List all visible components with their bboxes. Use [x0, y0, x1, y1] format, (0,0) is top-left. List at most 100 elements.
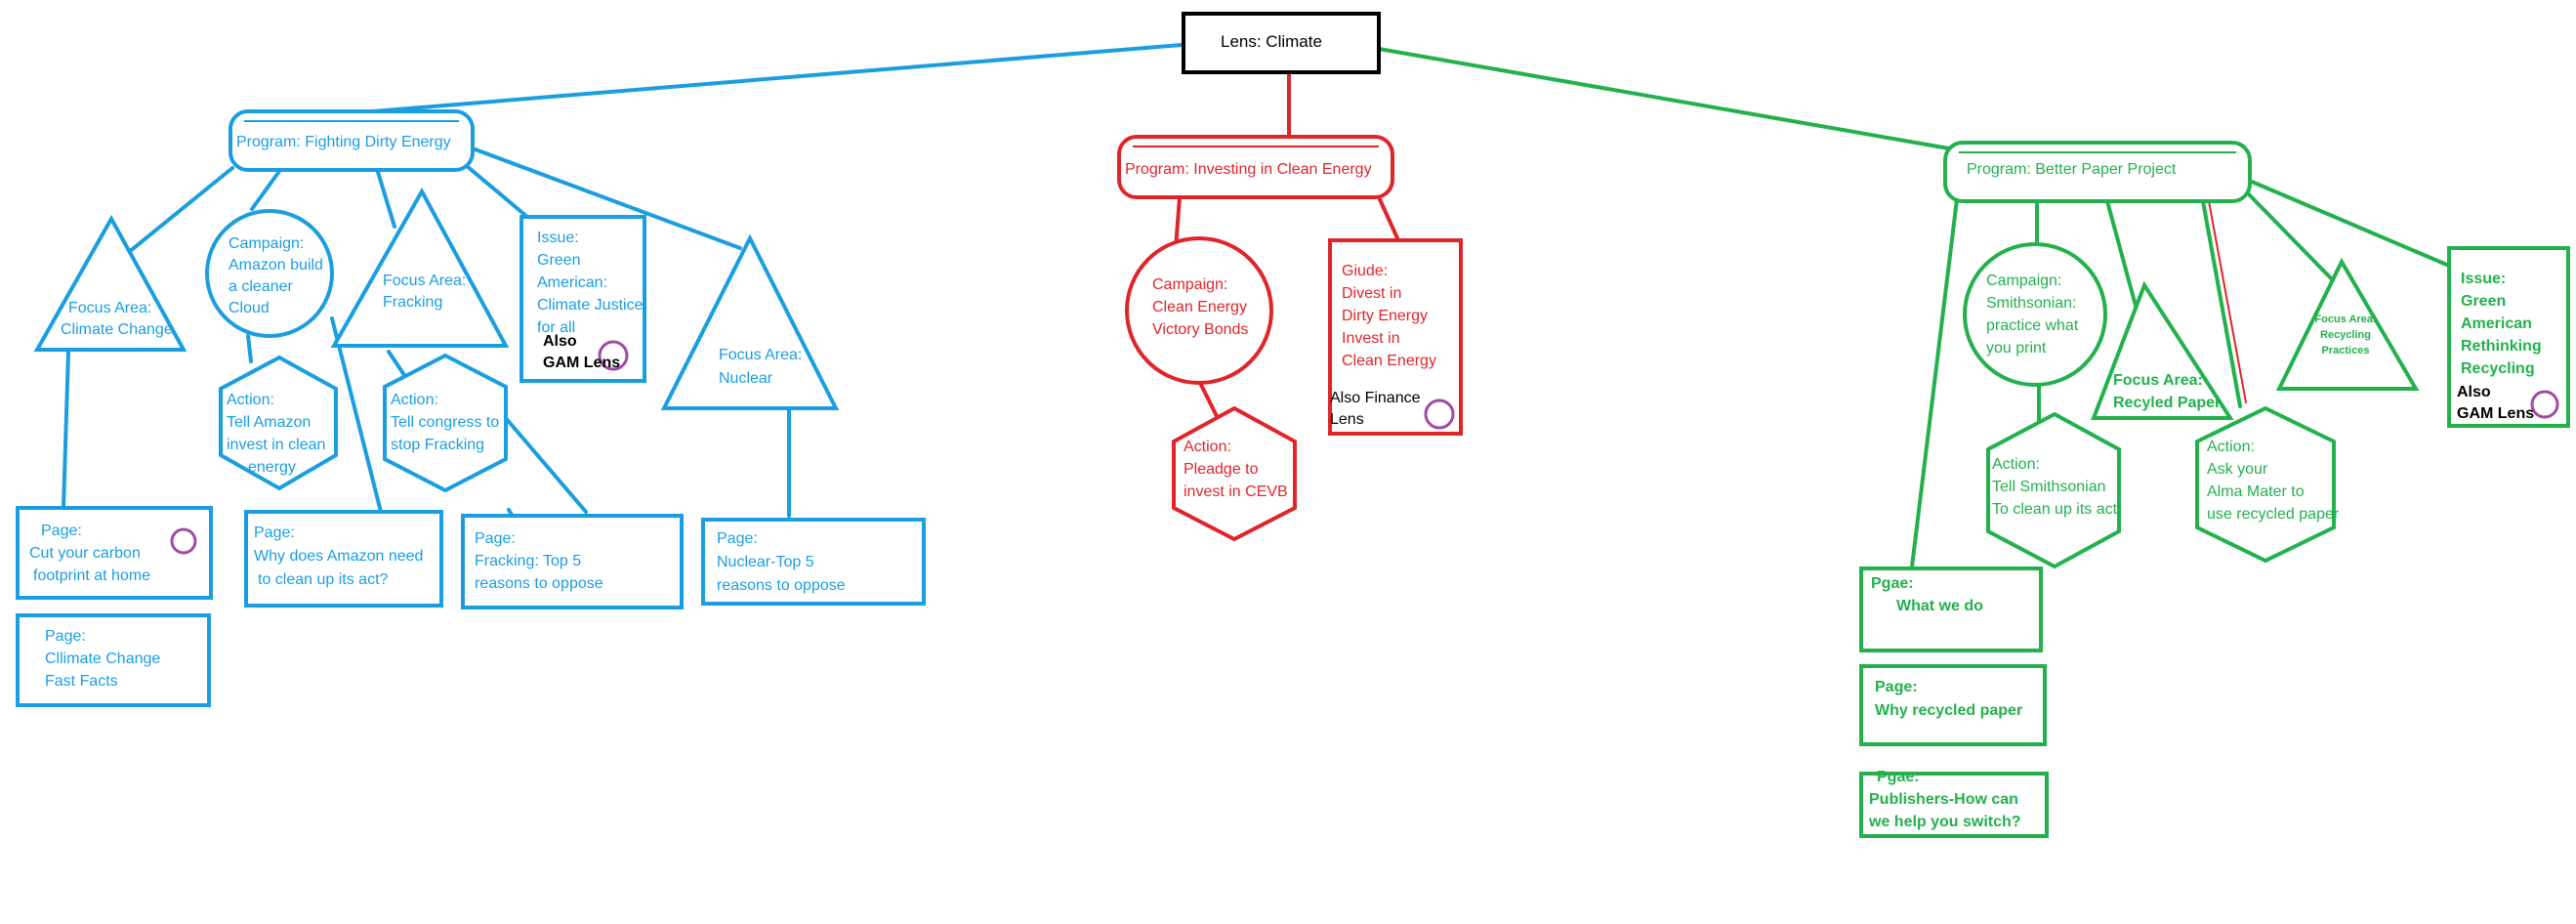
label-line: Dirty Energy [1342, 308, 1428, 324]
program-dirty-box[interactable] [229, 109, 475, 172]
edge-dirty-nuclear [471, 147, 742, 250]
label-line: Campaign: [1986, 273, 2061, 289]
label-line: Tell congress to [391, 414, 499, 431]
label-line: Page: [1875, 679, 1918, 695]
label-line: Practices [2322, 345, 2370, 357]
edge-fracking-action [387, 350, 406, 377]
label-line: practice what [1986, 317, 2079, 334]
page-facts-box[interactable] [16, 613, 211, 707]
edge-climate-carbon [62, 350, 70, 510]
focus-practices-triangle[interactable] [2275, 257, 2420, 391]
edge-lens-prog-dirty [371, 43, 1184, 113]
label-line: Page: [717, 530, 758, 547]
page-publishers-box[interactable] [1859, 772, 2049, 838]
program-clean-box[interactable] [1117, 135, 1394, 199]
label-line: Program: Better Paper Project [1967, 161, 2177, 178]
label-line: What we do [1896, 598, 1983, 614]
label-line: Action: [391, 392, 438, 408]
label-line: invest in clean [227, 437, 325, 453]
focus-nuclear-triangle[interactable] [660, 233, 840, 410]
label-line: Pleadge to [1184, 461, 1259, 478]
lens-box[interactable] [1182, 12, 1381, 74]
label-line: Cut your carbon [29, 545, 141, 562]
label-line: Action: [1992, 456, 2040, 473]
label-line: Recycling [2320, 329, 2371, 341]
label-line: for all [537, 319, 575, 336]
action-amazon-hexagon[interactable] [219, 355, 338, 491]
label-line: Focus Area: [2113, 372, 2203, 389]
label-line: Green [2461, 293, 2506, 310]
edge-paper-whatwedo [1910, 197, 1959, 568]
program-paper-box[interactable] [1943, 141, 2252, 203]
label-line: Campaign: [1152, 276, 1227, 293]
label-line: Rethinking [2461, 338, 2542, 355]
edge-clean-bonds [1174, 195, 1182, 250]
action-congress-hexagon[interactable] [383, 353, 508, 493]
label-fa-recycled: Focus Area: Recyled Paper [2113, 372, 2221, 411]
label-prog-clean: Program: Investing in Clean Energy [1125, 161, 1372, 178]
label-line: Publishers-How can [1869, 791, 2018, 808]
label-line: Issue: [2461, 271, 2506, 287]
label-line: Victory Bonds [1152, 321, 1248, 338]
edge-paper-recycled [2105, 199, 2140, 318]
label-prog-dirty: Program: Fighting Dirty Energy [236, 134, 451, 150]
label-line: Why recycled paper [1875, 702, 2022, 719]
action-alma-hexagon[interactable] [2195, 405, 2336, 564]
page-fracking-box[interactable] [461, 514, 684, 609]
label-line: Fast Facts [45, 673, 118, 690]
label-line: Smithsonian: [1986, 295, 2077, 312]
label-line: Invest in [1342, 330, 1400, 347]
marker-justice-circle [598, 340, 629, 371]
campaign-bonds-circle[interactable] [1125, 236, 1273, 385]
campaign-amazon-circle[interactable] [205, 209, 334, 338]
label-line: energy [248, 459, 296, 476]
label-line: reasons to oppose [475, 575, 603, 592]
label-line: Fracking: Top 5 [475, 553, 581, 569]
label-page-whyrecycled: Page: Why recycled paper [1875, 679, 2022, 719]
edge-lens-prog-paper [1377, 47, 1951, 150]
edge-paper-alma-red [2208, 200, 2247, 403]
edge-paper-practices [2246, 191, 2338, 285]
label-line: Recyled Paper [2113, 395, 2221, 411]
focus-fracking-triangle[interactable] [330, 187, 510, 348]
edge-amazon-action [246, 334, 253, 363]
page-nuclear-box[interactable] [701, 518, 926, 606]
marker-guide-circle [1424, 399, 1455, 430]
page-whyrecycled-box[interactable] [1859, 664, 2047, 746]
label-line: To clean up its act [1992, 501, 2118, 518]
edge-paper-rethink [2250, 180, 2451, 268]
campaign-smith-circle[interactable] [1963, 242, 2107, 387]
page-whatwedo-box[interactable] [1859, 567, 2043, 652]
label-line: Alma Mater to [2207, 483, 2305, 500]
focus-climate-triangle[interactable] [33, 214, 187, 352]
label-line: invest in CEVB [1184, 483, 1288, 500]
page-amazon-box[interactable] [244, 510, 443, 608]
label-line: Nuclear-Top 5 [717, 554, 814, 570]
action-cevb-hexagon[interactable] [1172, 405, 1297, 542]
label-line: Focus Area: [719, 347, 802, 363]
label-line: Program: Investing in Clean Energy [1125, 161, 1372, 178]
edge-dirty-amazon [250, 168, 282, 211]
action-smith-hexagon[interactable] [1986, 411, 2121, 569]
label-line: Tell Smithsonian [1992, 479, 2106, 495]
label-line: Focus Area: [383, 273, 466, 289]
label-line: Page: [41, 523, 82, 539]
label-prog-paper: Program: Better Paper Project [1967, 161, 2177, 178]
label-line: Lens: Climate [1221, 32, 1322, 51]
label-line: Program: Fighting Dirty Energy [236, 134, 451, 150]
label-line: Issue: [537, 230, 579, 246]
focus-recycled-triangle[interactable] [2091, 280, 2234, 420]
